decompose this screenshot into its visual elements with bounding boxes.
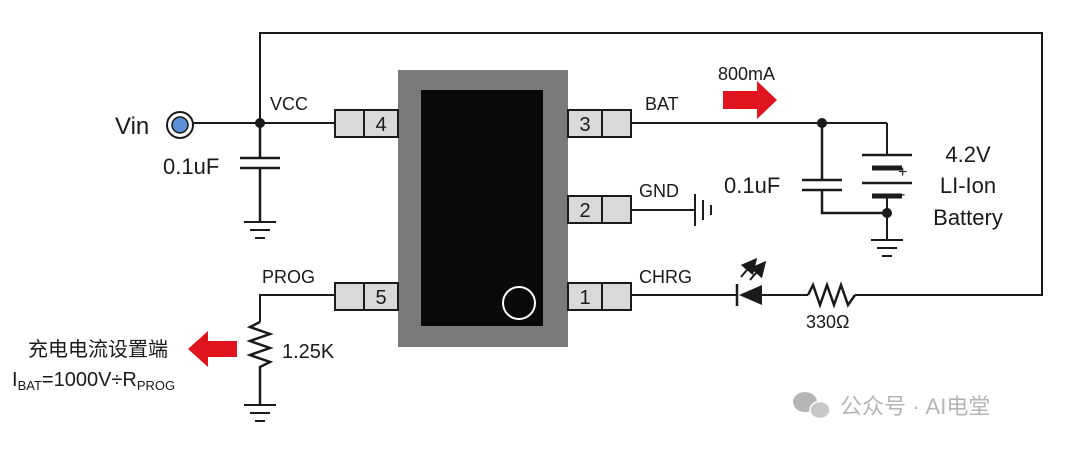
ground-symbol-vin [244, 221, 276, 239]
pin-5: 5 [334, 282, 399, 311]
output-capacitor [802, 123, 887, 215]
formula-i-subscript: BAT [18, 378, 42, 393]
pin1-marker [502, 286, 536, 320]
pin-4-number: 4 [375, 114, 386, 136]
pin-2-number: 2 [579, 200, 590, 222]
pin-4: 4 [334, 109, 399, 138]
ground-symbol-battery [871, 239, 903, 257]
charge-current-arrow [723, 81, 777, 119]
pin-1: 1 [567, 282, 632, 311]
bat-label: BAT [645, 94, 679, 114]
prog-wire [259, 294, 335, 322]
input-capacitor [240, 123, 280, 222]
vcc-label: VCC [270, 94, 308, 114]
ic-die [421, 90, 543, 326]
prog-setting-arrow [188, 331, 237, 367]
battery-voltage-label: 4.2V [945, 142, 991, 167]
led-resistor-label: 330Ω [806, 312, 850, 332]
charge-current-label: 800mA [718, 64, 775, 84]
battery-word-label: Battery [933, 205, 1003, 230]
formula-i: I [12, 369, 18, 391]
prog-resistor-label: 1.25K [282, 341, 335, 363]
vin-terminal [166, 111, 194, 139]
battery-plus-sign: + [898, 164, 907, 181]
outer-loop-wire [259, 32, 1043, 296]
pin-5-number: 5 [375, 287, 386, 309]
battery-type-label: LI-Ion [940, 173, 996, 198]
prog-setting-note: 充电电流设置端 [28, 337, 168, 361]
chrg-label: CHRG [639, 267, 692, 287]
formula-r-subscript: PROG [137, 378, 175, 393]
led-resistor [806, 281, 857, 309]
pin-3-number: 3 [579, 114, 590, 136]
prog-label: PROG [262, 267, 315, 287]
battery-minus-sign: - [900, 186, 905, 203]
input-capacitor-label: 0.1uF [163, 154, 219, 179]
battery-symbol [862, 123, 912, 240]
ground-symbol-ic [694, 194, 712, 226]
prog-formula: IBAT=1000V÷RPROG [12, 369, 175, 393]
watermark-text: 公众号 · AI电堂 [840, 394, 990, 419]
output-capacitor-label: 0.1uF [724, 173, 780, 198]
wechat-icon [793, 392, 831, 420]
pin-2: 2 [567, 195, 632, 224]
gnd-label: GND [639, 181, 679, 201]
pin-3: 3 [567, 109, 632, 138]
formula-body: =1000V÷R [42, 369, 137, 391]
pin-1-number: 1 [579, 287, 590, 309]
battery-junction-dot [882, 208, 892, 218]
ground-symbol-prog [244, 404, 276, 422]
led-symbol [735, 257, 767, 306]
prog-resistor [246, 320, 274, 405]
vin-label: Vin [115, 113, 149, 140]
